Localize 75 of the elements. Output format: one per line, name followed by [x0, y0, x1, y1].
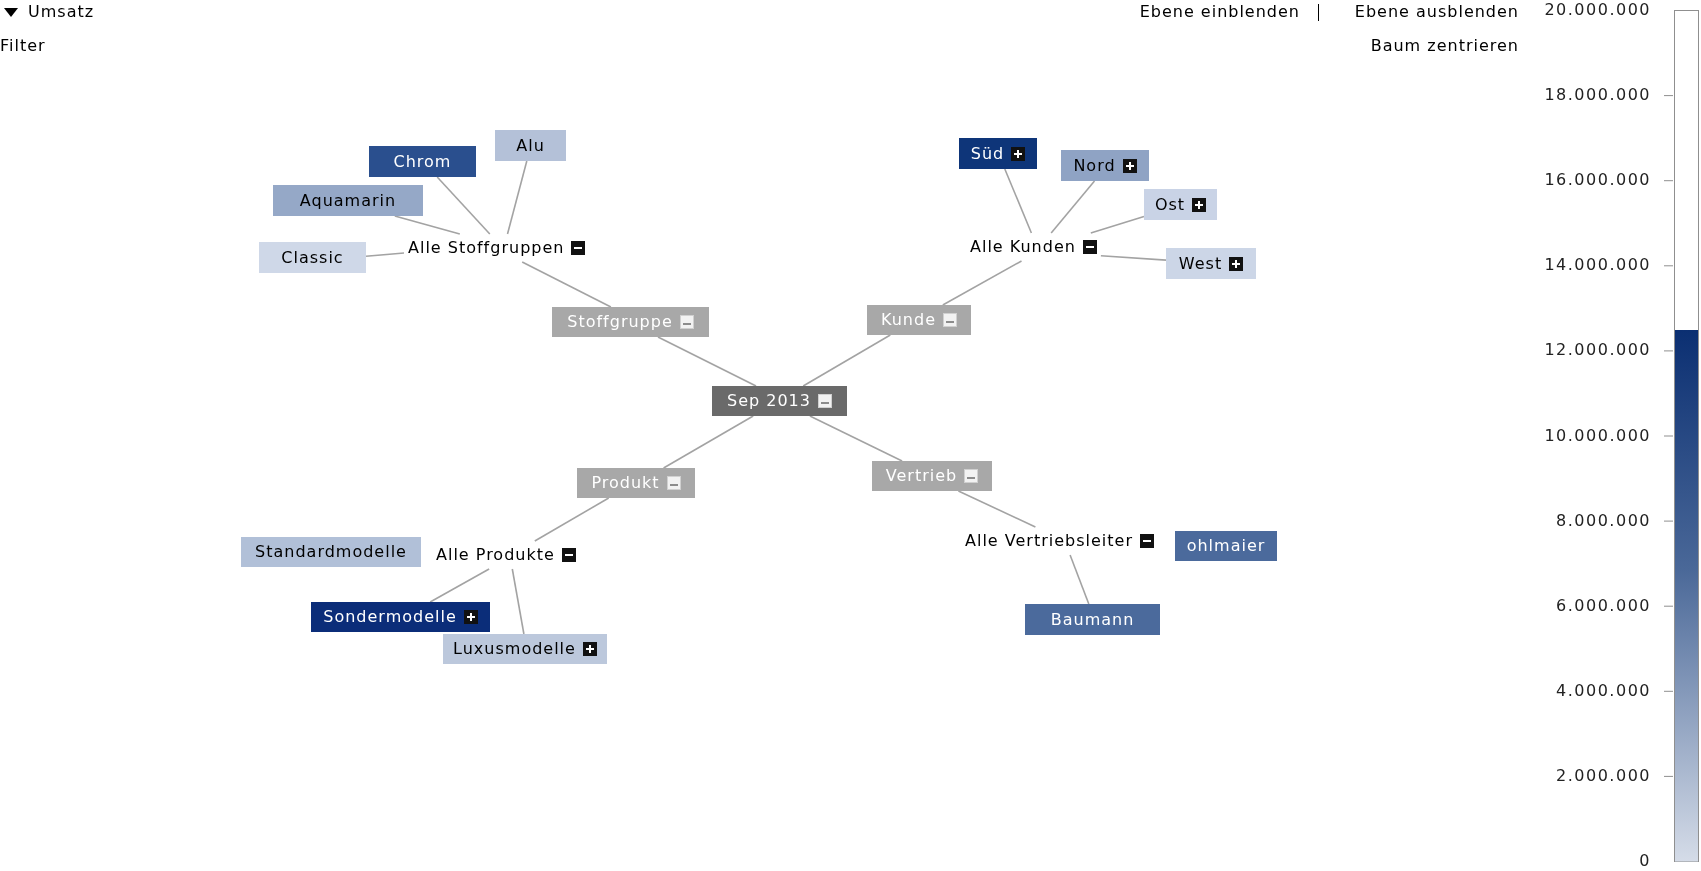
level-box — [867, 305, 971, 335]
node-label: Sondermodelle — [323, 607, 457, 627]
node-label: Süd — [970, 143, 1005, 164]
node-label: Produkt — [591, 473, 660, 493]
tick-label: 18.000.000 — [1544, 85, 1651, 106]
node-label: Alle Produkte — [436, 545, 555, 565]
member-box — [959, 138, 1037, 169]
connector-line — [429, 568, 490, 603]
member-box — [369, 146, 476, 177]
connector-line — [1090, 215, 1145, 234]
tick-label: 2.000.000 — [1556, 765, 1651, 786]
connector-line — [521, 261, 612, 308]
hide-level-link: Ebene ausblenden — [1354, 2, 1519, 22]
show-level-link: Ebene einblenden — [1139, 2, 1300, 22]
connector-line — [436, 176, 491, 235]
connector-line — [506, 160, 528, 235]
level-box — [552, 307, 709, 337]
connector-line — [662, 415, 754, 469]
node-label: Nord — [1073, 155, 1116, 176]
tick-label: 8.000.000 — [1556, 510, 1651, 531]
node-label: Alle Kunden — [970, 237, 1076, 257]
connector-line — [1069, 554, 1090, 605]
node-label: Luxusmodelle — [453, 639, 576, 659]
node-label: Vertrieb — [885, 466, 958, 486]
node-label: Stoffgruppe — [567, 312, 673, 332]
connector-line — [1004, 168, 1033, 234]
node-label: West — [1178, 253, 1223, 274]
member-box — [1166, 248, 1256, 279]
level-box — [872, 461, 992, 491]
node-label: Standardmodelle — [255, 542, 407, 562]
node-label: ohlmaier — [1186, 536, 1266, 556]
connector-line — [1100, 255, 1167, 261]
node-label: Aquamarin — [299, 190, 397, 211]
node-label: Ost — [1154, 194, 1186, 215]
tick-label: 4.000.000 — [1556, 680, 1651, 701]
member-box — [273, 185, 423, 216]
measure-label: Umsatz — [28, 2, 95, 22]
level-box — [577, 468, 695, 498]
tick-label: 0 — [1639, 851, 1651, 871]
tick-label: 6.000.000 — [1556, 595, 1651, 616]
node-label: Kunde — [881, 310, 936, 330]
node-label: Sep 2013 — [727, 391, 811, 411]
member-box — [259, 242, 366, 273]
center-tree-link: Baum zentrieren — [1370, 36, 1519, 56]
tick-label: 12.000.000 — [1544, 340, 1651, 361]
node-label: Chrom — [393, 151, 452, 172]
member-box — [1061, 150, 1149, 181]
connector-line — [657, 336, 757, 387]
connector-line — [1050, 180, 1096, 234]
node-label: Classic — [281, 247, 344, 268]
connector-line — [534, 497, 610, 542]
connector-line — [957, 490, 1037, 528]
filter-label: Filter — [0, 36, 46, 56]
member-box — [241, 537, 421, 567]
connector-line — [365, 252, 405, 257]
node-label: Alu — [516, 135, 545, 156]
member-box — [311, 602, 490, 632]
connector-line — [809, 415, 903, 462]
tick-label: 16.000.000 — [1544, 170, 1651, 191]
node-label: Alle Vertriebsleiter — [965, 531, 1133, 551]
member-box — [1025, 604, 1160, 635]
connector-line — [511, 568, 525, 635]
member-box — [1144, 189, 1217, 220]
tick-label: 10.000.000 — [1544, 425, 1651, 446]
tick-label: 14.000.000 — [1544, 255, 1651, 276]
connector-line — [394, 215, 461, 235]
connector-line — [942, 260, 1023, 306]
node-label: Alle Stoffgruppen — [408, 238, 565, 258]
root-box — [712, 386, 847, 416]
member-box — [495, 130, 566, 161]
member-box — [443, 634, 607, 664]
connector-line — [802, 334, 892, 387]
tick-label: 20.000.000 — [1544, 0, 1651, 20]
node-label: Baumann — [1050, 609, 1135, 630]
member-box — [1175, 531, 1277, 561]
